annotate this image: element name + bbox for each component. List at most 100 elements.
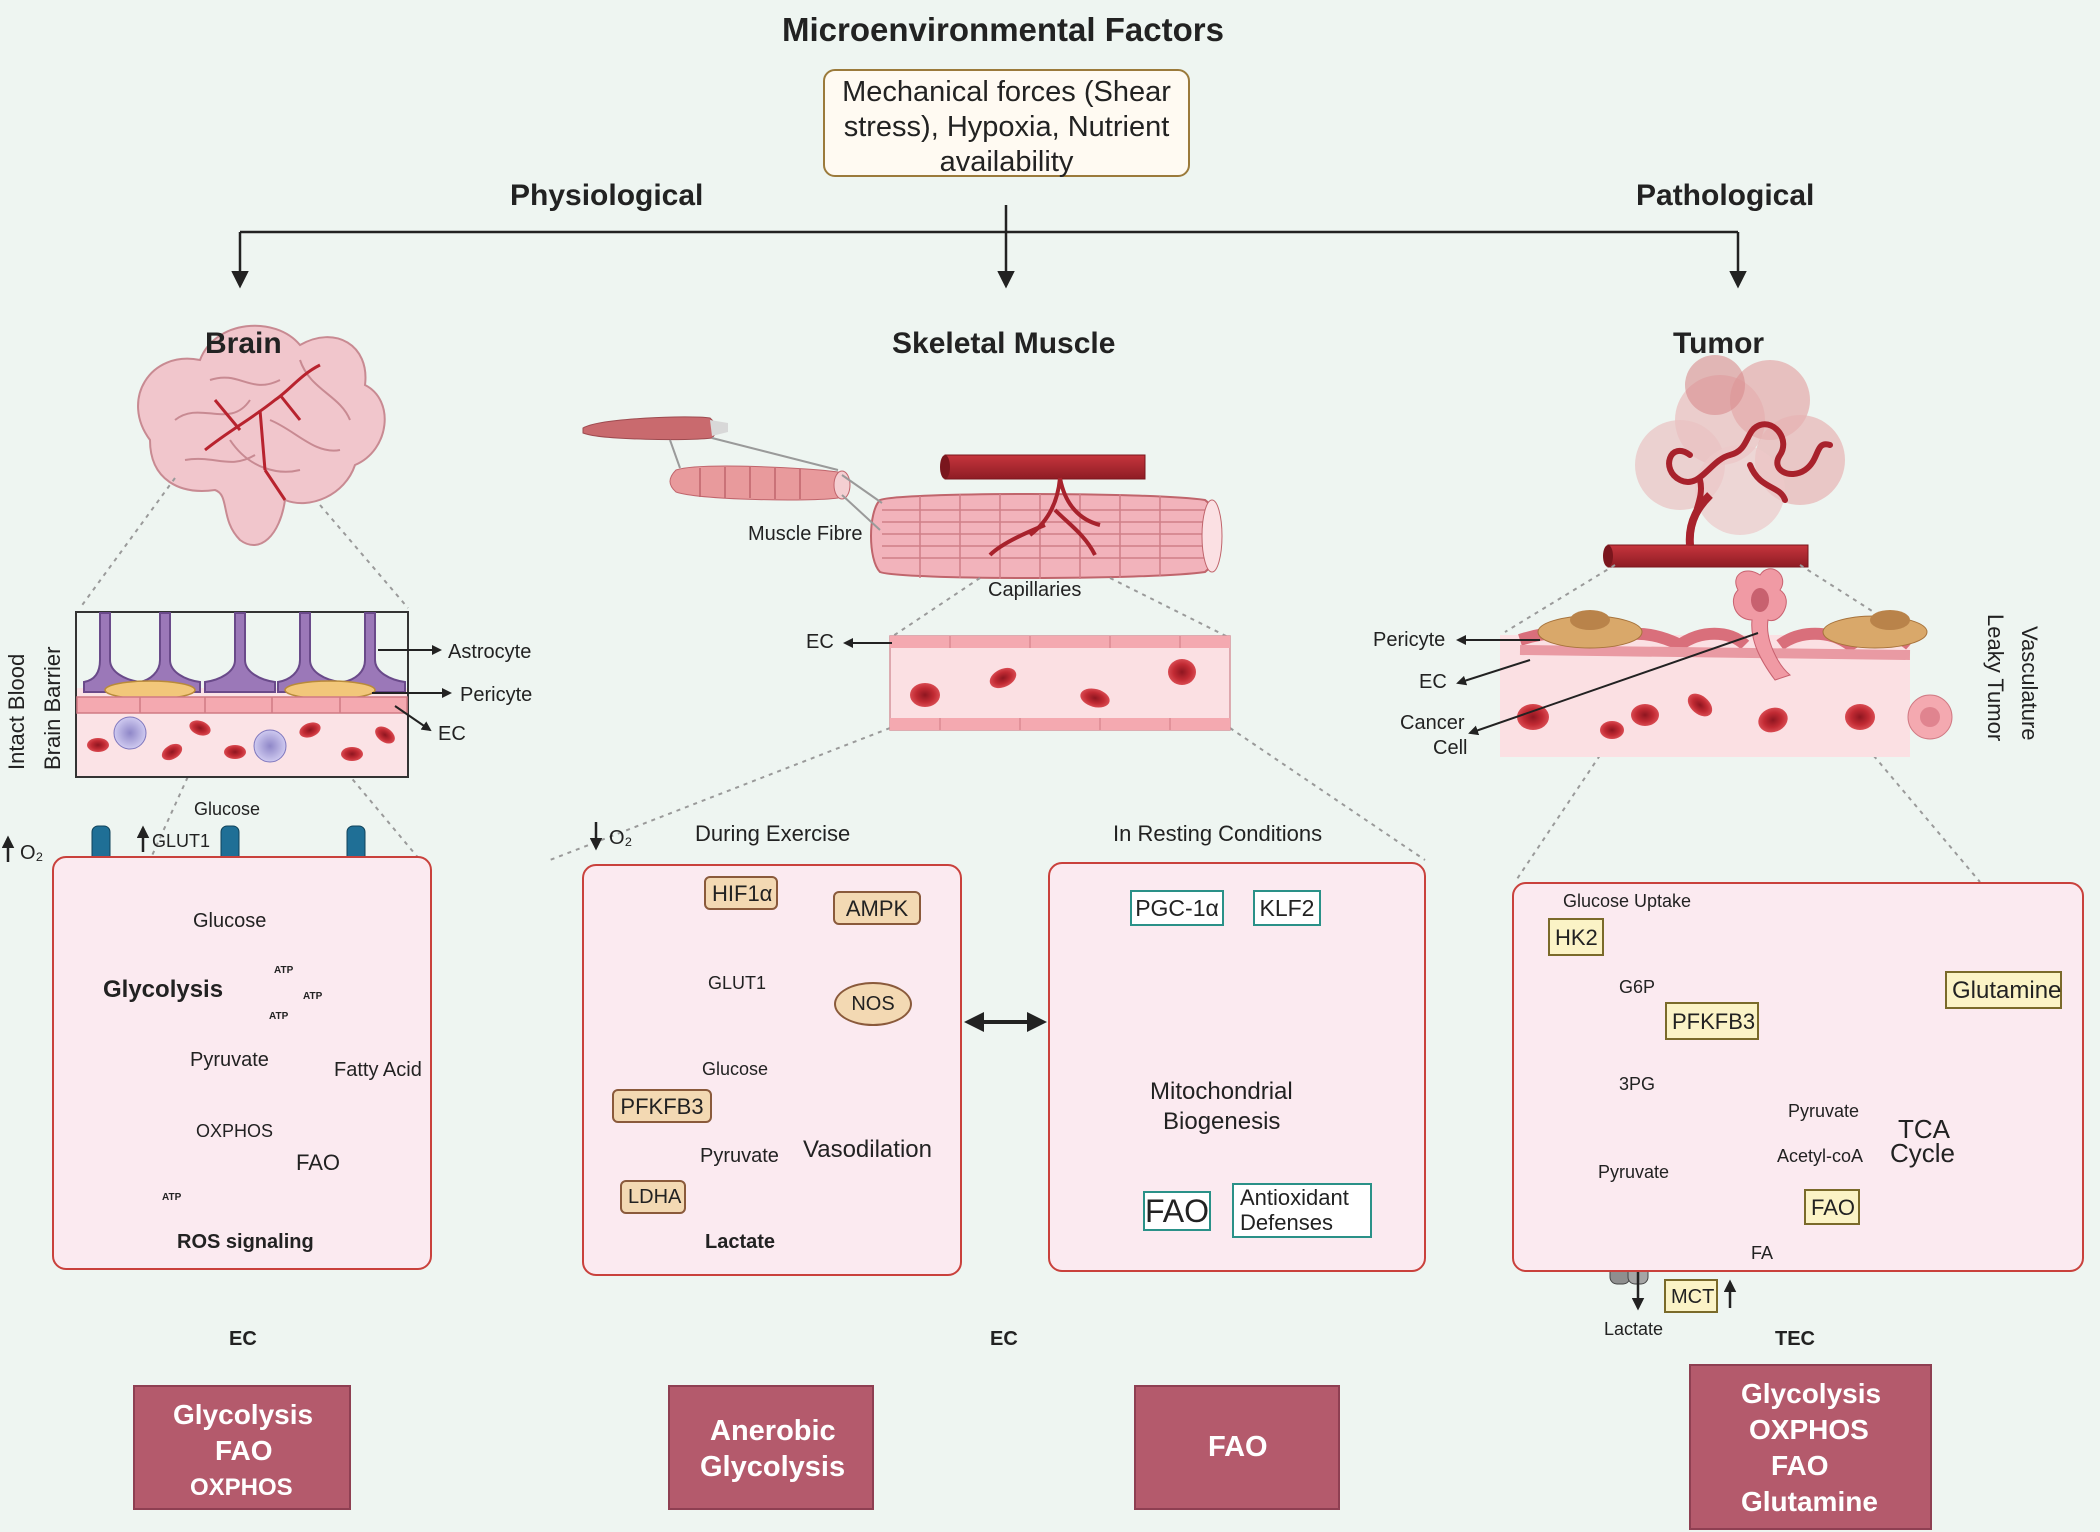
zoom-lines-brain	[79, 477, 421, 861]
exercise-title: During Exercise	[695, 821, 851, 846]
ldha-tag: LDHA	[620, 1180, 686, 1214]
capillary-segment	[889, 635, 1231, 731]
pfkfb3-tag-tumor: PFKFB3	[1665, 1002, 1759, 1040]
nos-tag: NOS	[834, 982, 912, 1026]
brain-ec-panel	[52, 856, 432, 1270]
summary-fao-tumor: FAO	[1771, 1450, 1829, 1481]
acetyl-coa-label: Acetyl-coA	[1777, 1146, 1864, 1166]
tumor-summary-box: Glycolysis OXPHOS FAO Glutamine	[1689, 1364, 1932, 1530]
fao-label-brain: FAO	[296, 1150, 341, 1175]
o2-label-muscle: O₂	[609, 827, 633, 849]
ec-label-tumor: EC	[1419, 671, 1447, 693]
o2-label-brain: O₂	[20, 842, 44, 864]
muscle-summary-box-1: Anerobic Glycolysis	[668, 1385, 874, 1510]
summary-arrows	[147, 1388, 1730, 1520]
glutamine-tag: Glutamine	[1945, 971, 2062, 1009]
mito-biogenesis-label-1: Mitochondrial	[1150, 1078, 1293, 1105]
page-title: Microenvironmental Factors	[782, 11, 1224, 48]
tumor-tec-panel	[1512, 882, 2084, 1272]
lactate-label-tumor: Lactate	[1604, 1319, 1664, 1339]
summary-anerobic: Anerobic	[710, 1415, 836, 1447]
summary-fao: FAO	[215, 1435, 273, 1466]
zoom-lines-tumor	[1504, 564, 1981, 883]
astrocyte-label: Astrocyte	[448, 641, 532, 663]
muscle-title: Skeletal Muscle	[892, 327, 1116, 360]
fa-label: FA	[1751, 1243, 1774, 1263]
muscle-illustration	[582, 416, 1223, 579]
fao-tag-muscle: FAO	[1143, 1191, 1211, 1231]
fatty-acid-label: Fatty Acid	[334, 1059, 422, 1081]
tca-label-2: Cycle	[1890, 1138, 1956, 1168]
summary-oxphos: OXPHOS	[190, 1474, 293, 1501]
glucose-top-label: Glucose	[194, 799, 261, 819]
pfkfb3-tag-muscle: PFKFB3	[612, 1089, 712, 1123]
ampk-tag: AMPK	[833, 891, 921, 925]
pathological-label: Pathological	[1636, 179, 1815, 212]
atp-label: ATP	[303, 991, 323, 1002]
pyruvate-mito-label: Pyruvate	[1788, 1101, 1860, 1121]
atp-label: ATP	[274, 965, 294, 976]
brain-summary-box: Glycolysis FAO OXPHOS	[133, 1385, 351, 1510]
ec-label-brain: EC	[438, 723, 466, 745]
hif1a-tag: HIF1α	[704, 876, 778, 910]
atp-label: ATP	[162, 1192, 182, 1203]
antioxidant-label-1: Antioxidant	[1240, 1185, 1349, 1210]
summary-glycolysis: Glycolysis	[173, 1399, 314, 1430]
summary-glycolysis-tumor: Glycolysis	[1741, 1378, 1882, 1409]
mito-biogenesis-label-2: Biogenesis	[1163, 1108, 1281, 1135]
mct-tag: MCT	[1664, 1279, 1718, 1313]
resting-title: In Resting Conditions	[1113, 821, 1323, 846]
brain-title: Brain	[205, 327, 282, 360]
hierarchy-arrows	[231, 205, 1747, 289]
tumor-label-arrows	[1456, 632, 1759, 736]
atp-label: ATP	[269, 1011, 289, 1022]
pyruvate-label-muscle: Pyruvate	[700, 1145, 779, 1167]
summary-glutamine-tumor: Glutamine	[1741, 1486, 1878, 1517]
summary-oxphos-tumor: OXPHOS	[1749, 1414, 1869, 1445]
pericyte-label: Pericyte	[460, 684, 533, 706]
ec-bottom-label-brain: EC	[229, 1328, 257, 1350]
antioxidant-label-2: Defenses	[1240, 1210, 1333, 1235]
glut1-label-brain: GLUT1	[152, 831, 211, 851]
klf2-tag: KLF2	[1253, 890, 1321, 926]
factor-box: Mechanical forces (Shear stress), Hypoxi…	[823, 69, 1190, 178]
ec-bottom-label-muscle: EC	[990, 1328, 1018, 1350]
tca-label-1: TCA	[1898, 1114, 1950, 1144]
oxphos-label-brain: OXPHOS	[196, 1121, 274, 1141]
tumor-title: Tumor	[1673, 327, 1765, 360]
hk2-tag: HK2	[1548, 918, 1604, 956]
bbb-label-arrows	[372, 645, 452, 732]
muscle-summary-box-2: FAO	[1134, 1385, 1340, 1510]
pgc1a-tag: PGC-1α	[1130, 890, 1224, 926]
leaky-vessel	[1500, 568, 1953, 757]
cancer-cell-label-2: Cell	[1433, 737, 1468, 759]
vasodilation-label: Vasodilation	[803, 1136, 932, 1163]
summary-glycolysis-muscle: Glycolysis	[700, 1451, 846, 1483]
tec-label: TEC	[1775, 1328, 1815, 1350]
physiological-label: Physiological	[510, 179, 704, 212]
g6p-label: G6P	[1619, 977, 1656, 997]
tumor-side-label-1: Leaky Tumor	[1983, 614, 2008, 742]
cancer-cell-label-1: Cancer	[1400, 712, 1465, 734]
ros-signaling-label: ROS signaling	[177, 1231, 314, 1253]
exercise-panel	[582, 864, 962, 1276]
muscle-fibre-label: Muscle Fibre	[748, 523, 863, 545]
bbb-side-label-1: Intact Blood	[4, 653, 29, 770]
pyruvate-label-brain: Pyruvate	[190, 1049, 269, 1071]
bbb-side-label-2: Brain Barrier	[40, 646, 65, 770]
ec-label-muscle: EC	[806, 631, 834, 653]
glucose-uptake-label: Glucose Uptake	[1563, 891, 1692, 911]
brain-illustration	[137, 324, 386, 546]
glucose-label-brain: Glucose	[193, 910, 267, 932]
tumor-illustration	[1603, 355, 1845, 568]
glucose-label-muscle: Glucose	[702, 1059, 769, 1079]
capillaries-label: Capillaries	[988, 579, 1082, 601]
lactate-label-muscle: Lactate	[705, 1231, 776, 1253]
summary-fao-muscle: FAO	[1208, 1431, 1268, 1463]
zoom-lines-muscle	[549, 437, 1426, 861]
pyruvate-label-tumor: Pyruvate	[1598, 1162, 1670, 1182]
glut1-label-muscle: GLUT1	[708, 973, 767, 993]
glycolysis-label-brain: Glycolysis	[103, 976, 224, 1003]
antioxidant-tag: Antioxidant Defenses	[1232, 1183, 1372, 1238]
bbb-illustration	[75, 611, 409, 778]
